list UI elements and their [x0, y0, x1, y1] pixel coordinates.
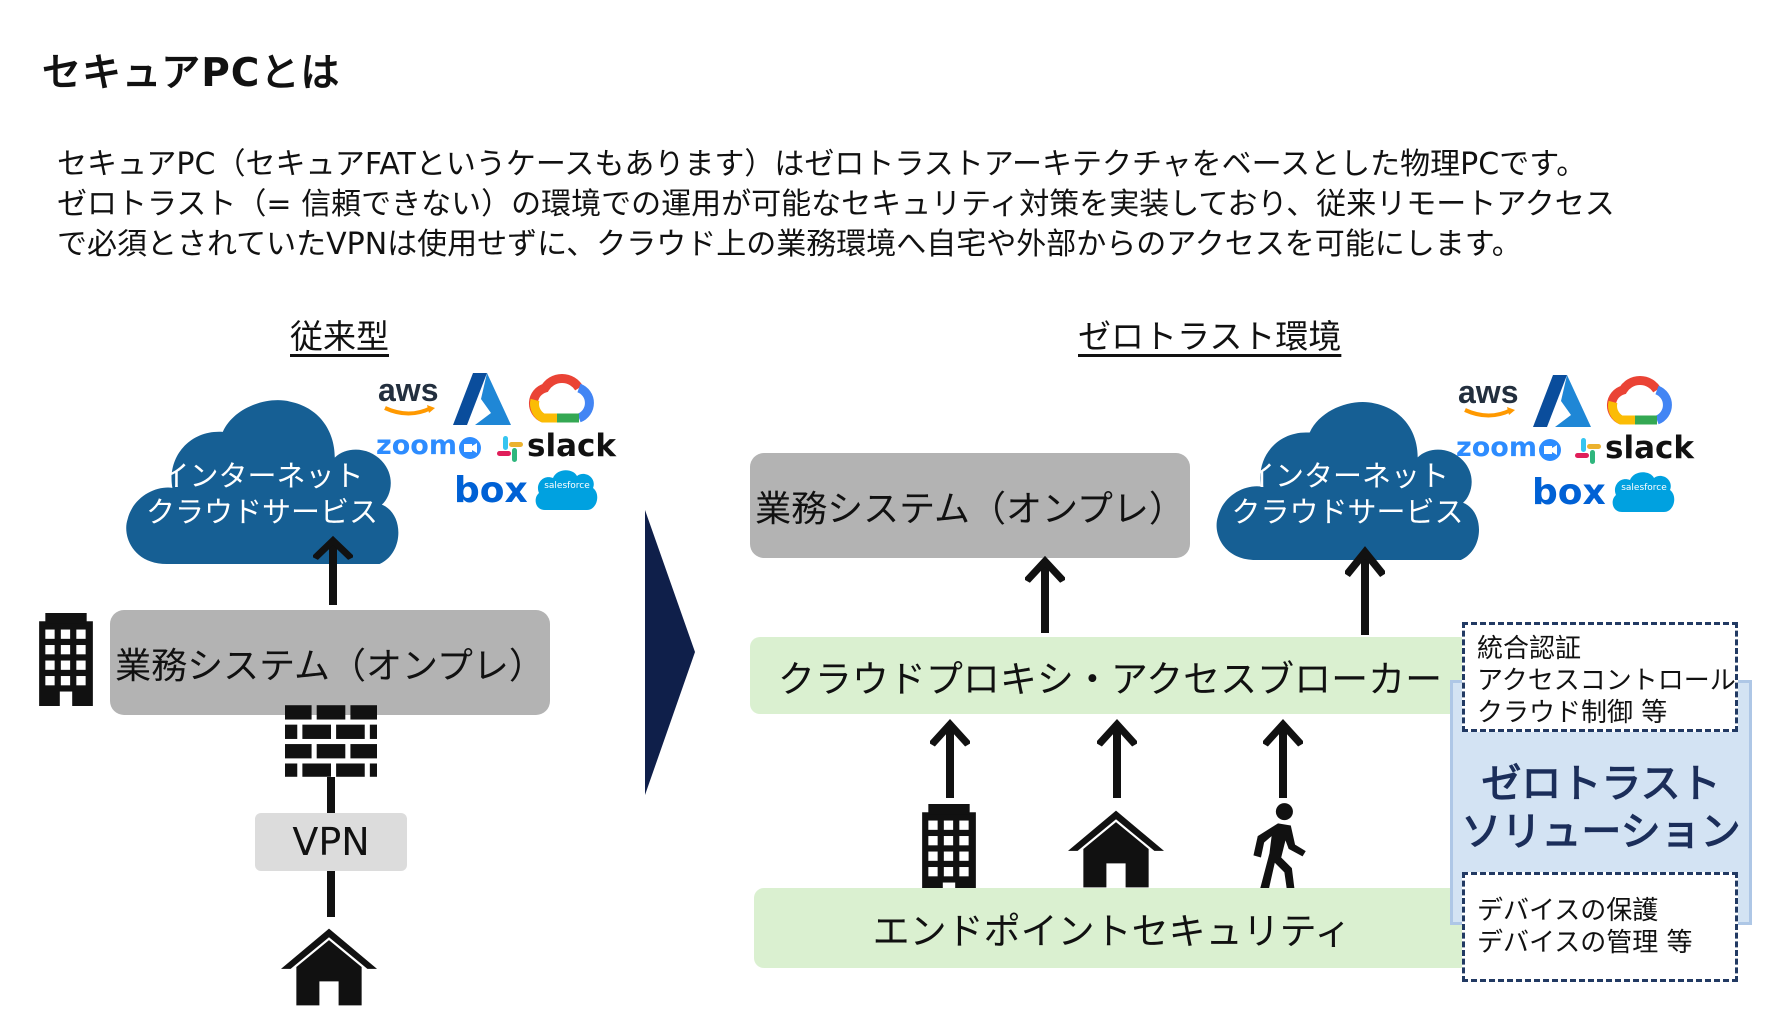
azure-icon — [453, 373, 511, 425]
slack-hash-icon-right — [1575, 438, 1601, 464]
arrow-up-icon — [930, 718, 970, 798]
cloud-label-left: インターネット クラウドサービス — [122, 458, 402, 530]
zoom-logo: zoom — [376, 430, 457, 461]
office-building-icon — [39, 613, 93, 706]
device-protection-box: デバイスの保護 デバイスの管理 等 — [1462, 872, 1738, 982]
aws-logo: aws — [378, 372, 439, 408]
home-icon-right — [1068, 810, 1164, 888]
auth-item-3: クラウド制御 等 — [1477, 698, 1668, 728]
onprem-box-left: 業務システム（オンプレ） — [110, 610, 550, 715]
slack-hash-icon — [497, 436, 523, 462]
box-logo-right: box — [1532, 472, 1606, 513]
slack-logo-right: slack — [1605, 430, 1694, 466]
cloud-proxy-bar: クラウドプロキシ・アクセスブローカー — [750, 637, 1470, 714]
zt-title-line2: ソリューション — [1461, 809, 1741, 855]
google-cloud-icon-right — [1607, 376, 1672, 425]
slack-logo: slack — [527, 428, 616, 464]
box-logo: box — [454, 470, 528, 511]
aws-smile-icon — [384, 405, 435, 416]
auth-control-box: 統合認証 アクセスコントロール クラウド制御 等 — [1462, 622, 1738, 732]
walking-person-icon — [1253, 803, 1306, 896]
arrow-up-icon — [1345, 545, 1385, 635]
zero-trust-solution-title: ゼロトラスト ソリューション — [1450, 760, 1752, 856]
zoom-camera-icon-right — [1539, 439, 1561, 461]
arrow-up-icon — [1097, 718, 1137, 798]
salesforce-logo: salesforce — [544, 481, 590, 491]
heading-traditional: 従来型 — [290, 317, 389, 356]
salesforce-cloud-icon-right — [1612, 472, 1675, 512]
arrow-up-icon — [313, 535, 353, 605]
office-building-icon — [922, 804, 976, 897]
device-item-2: デバイスの管理 等 — [1477, 928, 1693, 958]
salesforce-logo-right: salesforce — [1621, 483, 1667, 493]
intro-line-2: ゼロトラスト（= 信頼できない）の環境での運用が可能なセキュリティ対策を実装して… — [57, 187, 1615, 222]
arrow-up-icon — [1025, 555, 1065, 633]
endpoint-security-bar: エンドポイントセキュリティ — [754, 888, 1470, 968]
zoom-logo-right: zoom — [1456, 432, 1537, 463]
intro-line-1: セキュアPC（セキュアFATというケースもあります）はゼロトラストアーキテクチャ… — [57, 147, 1587, 182]
azure-icon-right — [1533, 375, 1591, 427]
auth-item-1: 統合認証 — [1477, 634, 1582, 664]
page-title: セキュアPCとは — [42, 51, 341, 96]
zoom-camera-icon — [459, 437, 481, 459]
intro-text: セキュアPC（セキュアFATというケースもあります）はゼロトラストアーキテクチャ… — [57, 145, 1757, 265]
cloud-right-line2: クラウドサービス — [1231, 495, 1464, 529]
cloud-left-line1: インターネット — [160, 459, 364, 493]
vpn-box: VPN — [255, 813, 407, 871]
heading-zero-trust: ゼロトラスト環境 — [1078, 317, 1342, 356]
cloud-label-right: インターネット クラウドサービス — [1205, 458, 1490, 530]
transition-chevron-icon — [645, 510, 695, 795]
home-icon-left — [281, 928, 377, 1006]
device-item-1: デバイスの保護 — [1477, 896, 1659, 926]
vpn-line-bottom — [327, 871, 335, 917]
zt-title-line1: ゼロトラスト — [1481, 761, 1721, 807]
cloud-left-line2: クラウドサービス — [145, 495, 378, 529]
firewall-icon — [285, 705, 377, 777]
vpn-line-top — [327, 777, 335, 813]
cloud-right-line1: インターネット — [1245, 459, 1449, 493]
auth-item-2: アクセスコントロール — [1477, 666, 1736, 696]
arrow-up-icon — [1263, 718, 1303, 798]
aws-logo-right: aws — [1458, 374, 1519, 410]
onprem-box-right: 業務システム（オンプレ） — [750, 453, 1190, 558]
aws-smile-icon-right — [1464, 407, 1515, 418]
intro-line-3: で必須とされていたVPNは使用せずに、クラウド上の業務環境へ自宅や外部からのアク… — [57, 227, 1522, 262]
google-cloud-icon — [529, 374, 594, 423]
salesforce-cloud-icon — [535, 470, 598, 510]
